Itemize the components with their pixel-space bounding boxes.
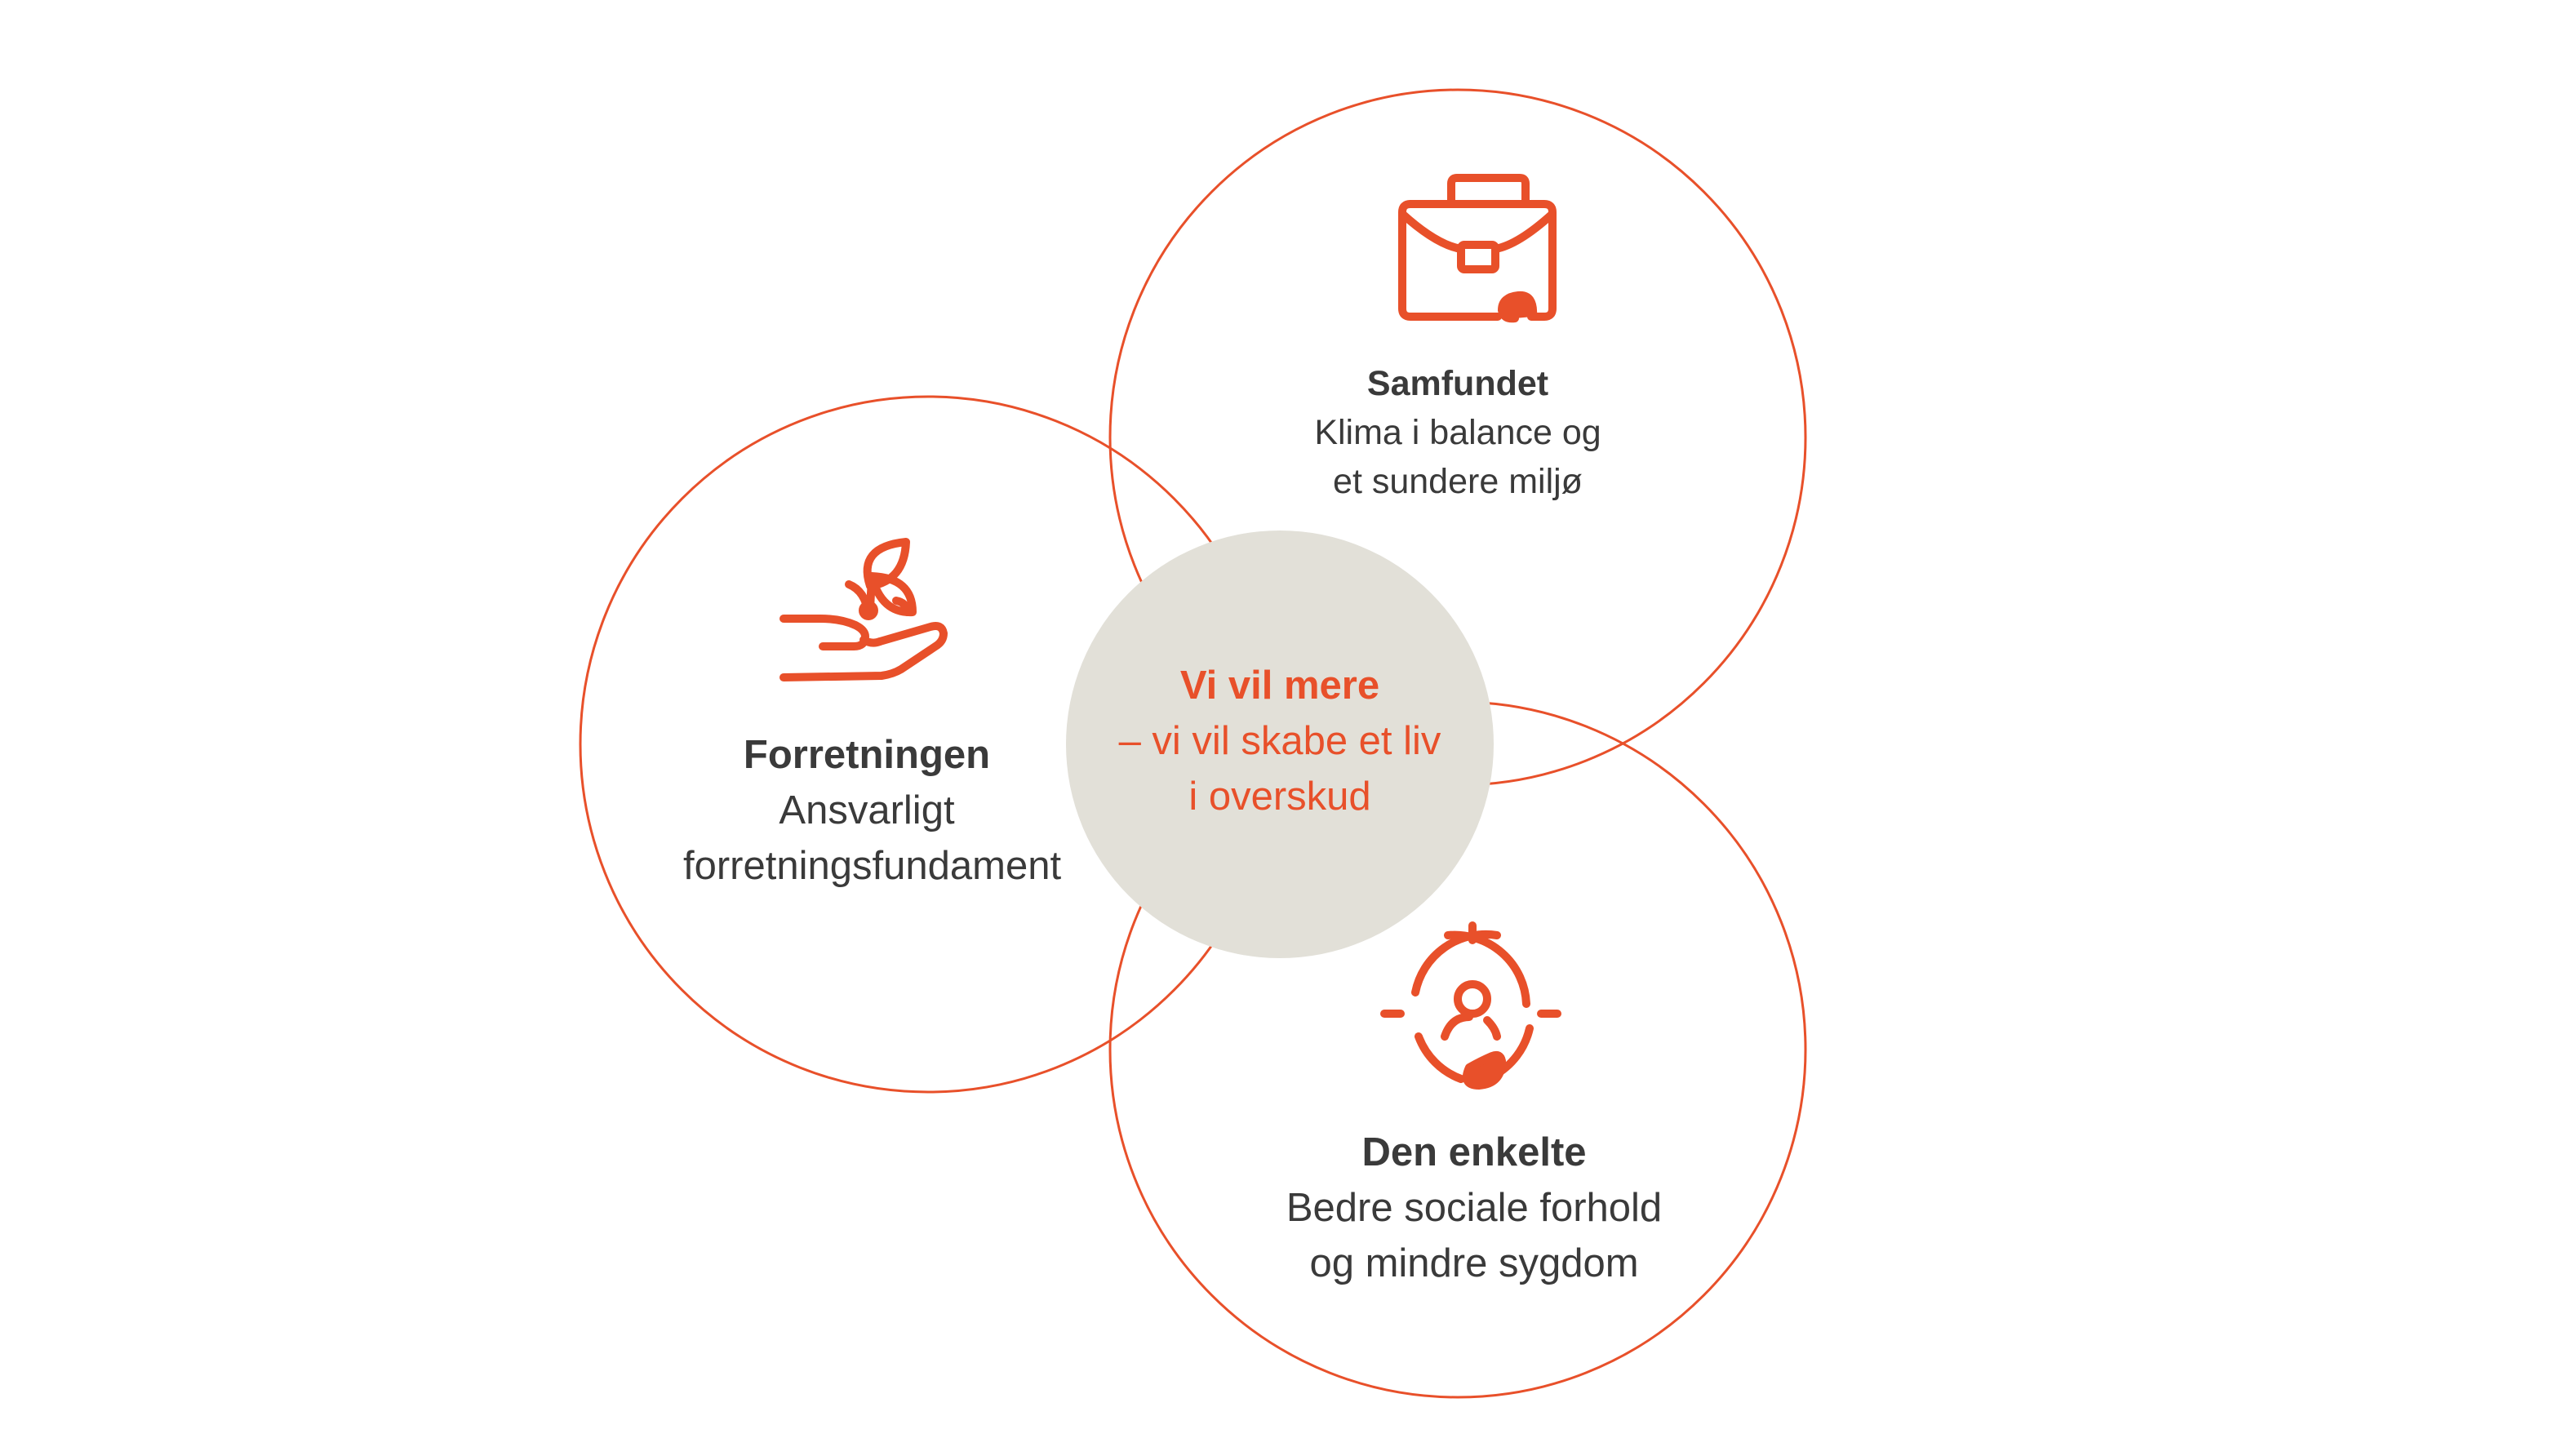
center-label: Vi vil mere – vi vil skabe et liv i over… — [1100, 658, 1459, 824]
forretningen-line1: Ansvarligt — [779, 788, 955, 832]
den-enkelte-line2: og mindre sygdom — [1309, 1241, 1639, 1285]
center-title: Vi vil mere — [1179, 664, 1380, 708]
samfundet-title: Samfundet — [1366, 364, 1549, 403]
forretningen-label: Forretningen Ansvarligt forretningsfunda… — [683, 727, 1062, 894]
samfundet-label: Samfundet Klima i balance og et sundere … — [1295, 359, 1621, 506]
center-line2: i overskud — [1188, 775, 1371, 819]
person-target-icon — [1380, 921, 1561, 1090]
samfundet-line1: Klima i balance og — [1314, 413, 1601, 452]
samfundet-line2: et sundere miljø — [1333, 462, 1583, 501]
forretningen-title: Forretningen — [743, 733, 991, 777]
center-line1: – vi vil skabe et liv — [1118, 719, 1441, 763]
den-enkelte-title: Den enkelte — [1361, 1130, 1587, 1174]
den-enkelte-line1: Bedre sociale forhold — [1286, 1186, 1663, 1230]
briefcase-icon — [1398, 174, 1557, 323]
forretningen-line2: forretningsfundament — [683, 844, 1062, 888]
hand-sprout-icon — [779, 538, 948, 681]
center-circle — [1066, 530, 1494, 958]
den-enkelte-label: Den enkelte Bedre sociale forhold og min… — [1270, 1125, 1678, 1291]
